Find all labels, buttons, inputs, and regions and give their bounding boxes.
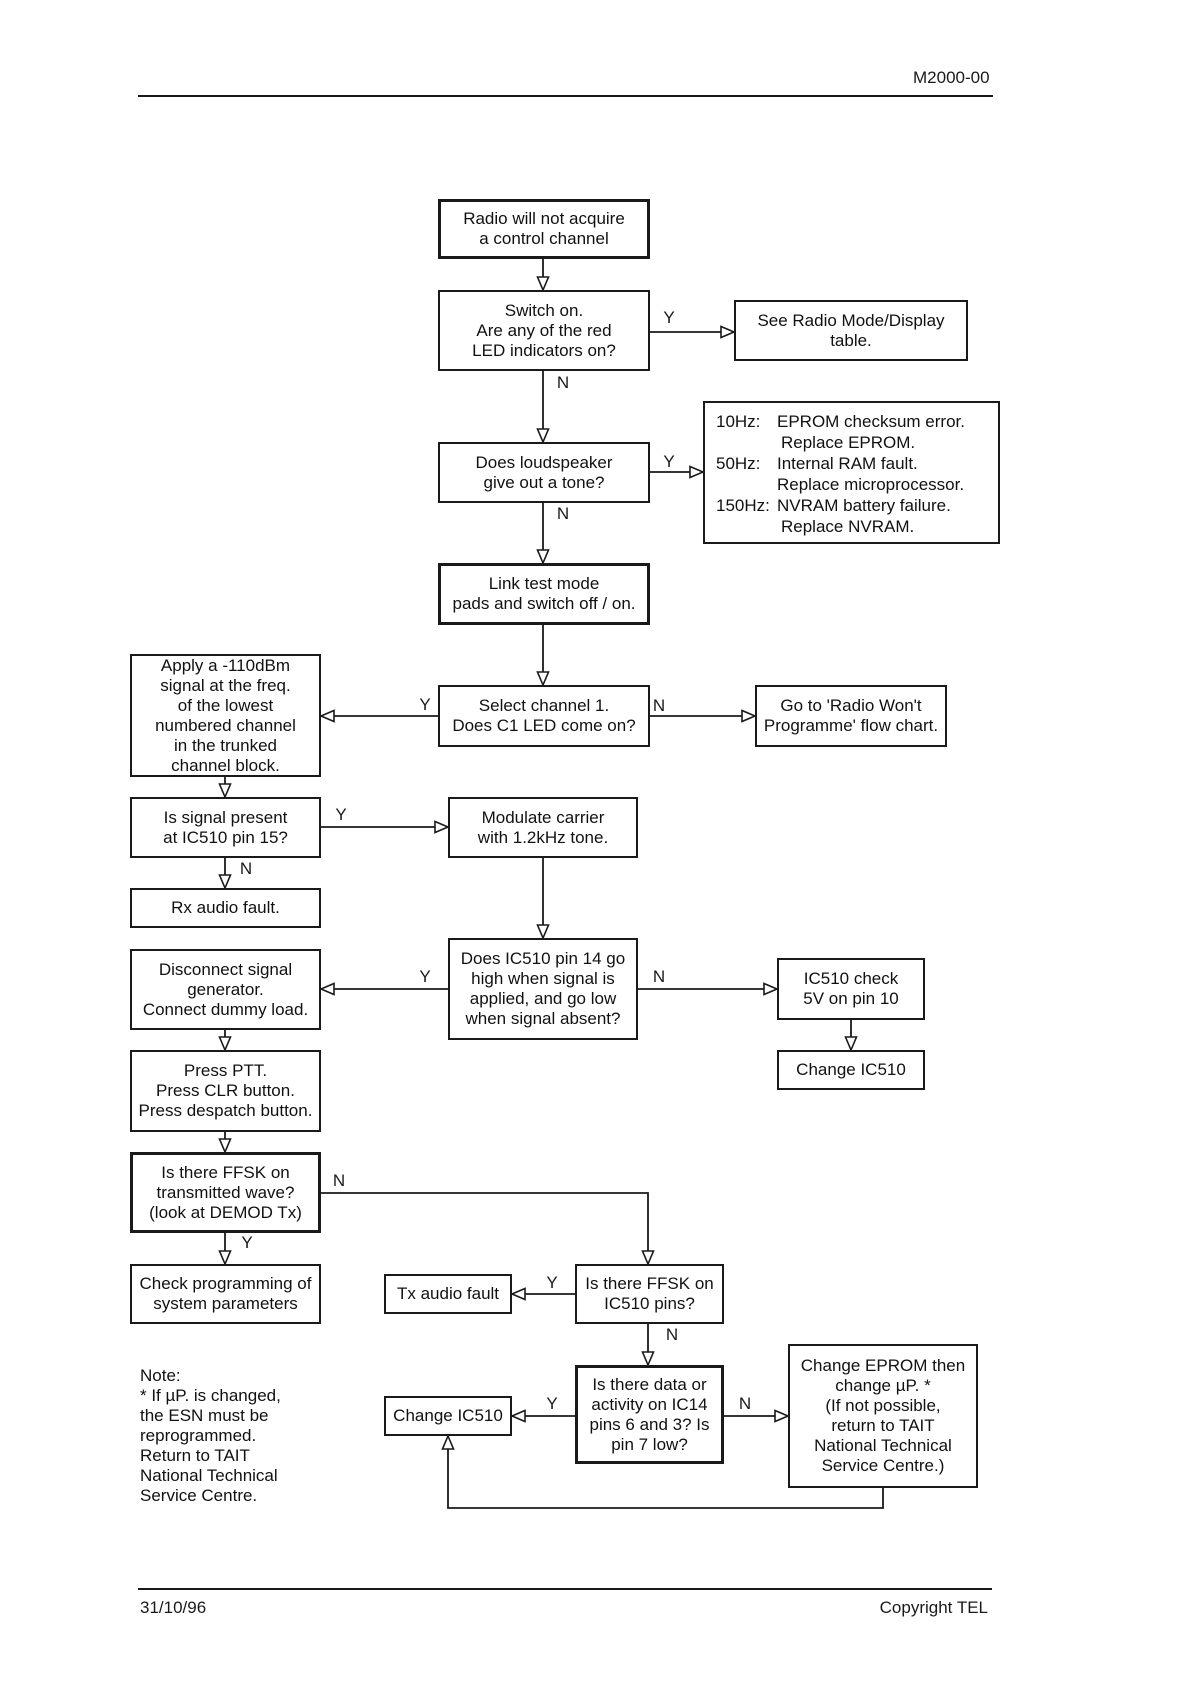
tone-row: Replace EPROM. [781,433,916,452]
doc-number: M2000-00 [913,68,990,87]
connector-pin14-no [638,982,780,996]
flow-box-select-channel-1: Select channel 1. Does C1 LED come on? [438,685,650,747]
branch-label-led-no: N [556,373,570,392]
flow-box-see-radio-mode-table: See Radio Mode/Display table. [734,300,968,361]
flow-box-ic510-check-5v: IC510 check 5V on pin 10 [777,958,925,1020]
flow-box-tx-audio-fault: Tx audio fault [384,1274,512,1314]
branch-label-ic14-no: N [738,1394,752,1413]
flow-box-loudspeaker-tone: Does loudspeaker give out a tone? [438,442,650,503]
flow-box-apply-signal: Apply a -110dBm signal at the freq. of t… [130,654,321,777]
flow-box-link-test-mode: Link test mode pads and switch off / on. [438,563,650,625]
branch-label-tone-no: N [556,504,570,523]
tone-row: Replace NVRAM. [781,517,915,536]
connector-switch-yes [650,325,737,339]
flow-box-change-ic510-2: Change IC510 [384,1396,512,1436]
branch-label-led-yes: Y [663,308,675,327]
header-rule [138,95,993,97]
flow-box-press-ptt: Press PTT. Press CLR button. Press despa… [130,1050,321,1132]
connector-signal-yes [321,820,451,834]
tone-row: Replace microprocessor. [777,475,965,494]
connector-ffskpins-no [641,1324,655,1368]
footer-rule [138,1588,992,1590]
footer-date: 31/10/96 [140,1598,207,1617]
connector-check-to-change1 [844,1020,858,1053]
tone-row: 50Hz:Internal RAM fault. [716,454,918,473]
branch-label-ic14-yes: Y [546,1394,558,1413]
connector-eprom-feedback [441,1433,884,1509]
connector-linktest-to-select [536,625,550,688]
tone-row: 10Hz:EPROM checksum error. [716,412,965,431]
branch-label-c1-yes: Y [419,695,431,714]
flow-box-signal-present-pin15: Is signal present at IC510 pin 15? [130,797,321,858]
branch-label-c1-no: N [652,696,666,715]
connector-c1-yes [318,709,438,723]
connector-ic14-yes [509,1409,575,1423]
connector-apply-to-signal [218,777,232,800]
tone-row: 150Hz:NVRAM battery failure. [716,496,951,515]
flow-box-check-programming: Check programming of system parameters [130,1264,321,1324]
branch-label-wave-no: N [332,1171,346,1190]
connector-tone-yes [650,465,706,479]
connector-pin14-yes [318,982,448,996]
flow-box-rx-audio-fault: Rx audio fault. [130,888,321,928]
flow-box-tone-legend: 10Hz:EPROM checksum error. Replace EPROM… [703,401,1000,544]
flow-box-ffsk-ic510-pins: Is there FFSK on IC510 pins? [575,1264,724,1324]
connector-ptt-to-ffskwave [218,1132,232,1155]
branch-label-wave-yes: Y [241,1233,253,1252]
flow-box-change-ic510-1: Change IC510 [777,1050,925,1090]
branch-label-pins-no: N [665,1325,679,1344]
connector-start-to-switch [536,259,550,293]
footer-copyright: Copyright TEL [879,1598,988,1617]
connector-modulate-to-pin14 [536,858,550,941]
connector-c1-no [650,709,758,723]
flow-box-change-eprom: Change EPROM then change µP. * (If not p… [788,1344,978,1488]
flow-box-ic14-data-activity: Is there data or activity on IC14 pins 6… [575,1365,724,1464]
flow-box-goto-radio-wont-programme: Go to 'Radio Won't Programme' flow chart… [755,685,947,747]
connector-tone-no [536,503,550,566]
flow-box-disconnect-signal-generator: Disconnect signal generator. Connect dum… [130,949,321,1030]
note-block: Note: * If µP. is changed, the ESN must … [140,1366,281,1505]
flow-box-modulate-carrier: Modulate carrier with 1.2kHz tone. [448,797,638,858]
connector-ffskwave-yes [218,1233,232,1267]
branch-label-signal-yes: Y [335,805,347,824]
branch-label-signal-no: N [239,859,253,878]
branch-label-pin14-no: N [652,967,666,986]
connector-ffskpins-yes [509,1287,575,1301]
connector-signal-no [218,858,232,891]
connector-switch-no [536,371,550,445]
connector-disconnect-to-ptt [218,1030,232,1053]
flow-box-ffsk-transmitted-wave: Is there FFSK on transmitted wave? (look… [130,1152,321,1233]
connector-ic14-no [724,1409,791,1423]
branch-label-pin14-yes: Y [419,967,431,986]
flow-box-ic510-pin14: Does IC510 pin 14 go high when signal is… [448,938,638,1040]
flow-box-switch-on: Switch on. Are any of the red LED indica… [438,290,650,371]
connector-ffskwave-no [321,1192,655,1267]
branch-label-tone-yes: Y [663,452,675,471]
branch-label-pins-yes: Y [546,1273,558,1292]
flow-box-start: Radio will not acquire a control channel [438,199,650,259]
